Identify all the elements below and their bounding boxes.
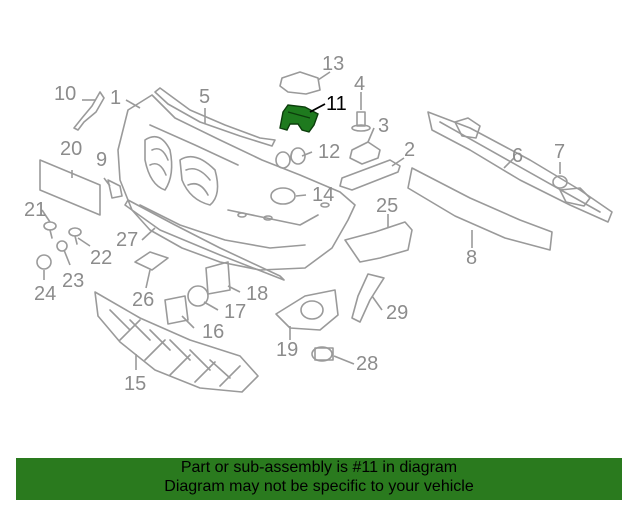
highlighted-part-11 bbox=[279, 104, 319, 133]
info-banner: Part or sub-assembly is #11 in diagram D… bbox=[16, 458, 622, 500]
clip-part-3 bbox=[349, 141, 381, 165]
callout-23: 23 bbox=[62, 270, 84, 292]
callout-1: 1 bbox=[110, 87, 121, 109]
reinforcement-bar-part bbox=[427, 111, 613, 223]
fog-light-part-17 bbox=[187, 285, 209, 307]
callout-13: 13 bbox=[322, 53, 344, 75]
callout-19: 19 bbox=[276, 339, 298, 361]
bracket-part-9 bbox=[107, 179, 123, 199]
absorber-part-8 bbox=[407, 167, 553, 251]
grille-part-18 bbox=[205, 261, 231, 295]
callout-21: 21 bbox=[24, 199, 46, 221]
callout-27: 27 bbox=[116, 229, 138, 251]
bracket-part-26 bbox=[134, 251, 169, 271]
callout-11-highlighted: 11 bbox=[326, 93, 347, 115]
cover-part-14 bbox=[270, 187, 296, 205]
leader-lines bbox=[41, 71, 561, 370]
bracket-part-2 bbox=[339, 159, 401, 191]
screw-part-22 bbox=[68, 227, 82, 245]
callout-26: 26 bbox=[132, 289, 154, 311]
callout-20: 20 bbox=[60, 138, 82, 160]
license-plate-part bbox=[39, 159, 101, 216]
upper-molding-part bbox=[154, 87, 276, 147]
clip-part-12 bbox=[275, 147, 306, 169]
lower-strip-part bbox=[124, 199, 285, 281]
bracket-part-13 bbox=[279, 71, 321, 95]
callout-15: 15 bbox=[124, 373, 146, 395]
callout-29: 29 bbox=[386, 302, 408, 324]
cover-part-16 bbox=[164, 295, 189, 325]
callout-14: 14 bbox=[312, 184, 334, 206]
washer-part-23 bbox=[56, 240, 68, 252]
callout-16: 16 bbox=[202, 321, 224, 343]
callout-8: 8 bbox=[466, 247, 477, 269]
callout-7: 7 bbox=[554, 141, 565, 163]
sensor-part-28 bbox=[311, 346, 334, 362]
callout-5: 5 bbox=[199, 86, 210, 108]
fog-cover-part bbox=[275, 289, 339, 331]
nut-part-7 bbox=[552, 175, 568, 189]
air-duct-part bbox=[344, 221, 413, 263]
info-banner-line-1: Part or sub-assembly is #11 in diagram bbox=[180, 459, 458, 476]
callout-24: 24 bbox=[34, 283, 56, 305]
callout-labels: 1 5 10 13 11 4 3 2 6 7 8 12 14 25 20 9 2… bbox=[24, 53, 565, 395]
callout-10: 10 bbox=[54, 83, 76, 105]
callout-6: 6 bbox=[512, 145, 523, 167]
lower-grille-part bbox=[94, 291, 259, 393]
callout-3: 3 bbox=[378, 115, 389, 137]
callout-4: 4 bbox=[354, 73, 365, 95]
callout-25: 25 bbox=[376, 195, 398, 217]
callout-12: 12 bbox=[318, 141, 340, 163]
callout-17: 17 bbox=[224, 301, 246, 323]
bumper-cover-part bbox=[117, 94, 356, 271]
info-banner-line-2: Diagram may not be specific to your vehi… bbox=[164, 478, 474, 495]
callout-2: 2 bbox=[404, 139, 415, 161]
screw-part-4 bbox=[351, 111, 371, 132]
callout-22: 22 bbox=[90, 247, 112, 269]
callout-9: 9 bbox=[96, 149, 107, 171]
trim-part-29 bbox=[351, 273, 385, 323]
callout-18: 18 bbox=[246, 283, 268, 305]
plug-part-24 bbox=[36, 254, 52, 270]
screw-part-21 bbox=[43, 221, 57, 239]
callout-28: 28 bbox=[356, 353, 378, 375]
bracket-part-10 bbox=[73, 91, 105, 131]
